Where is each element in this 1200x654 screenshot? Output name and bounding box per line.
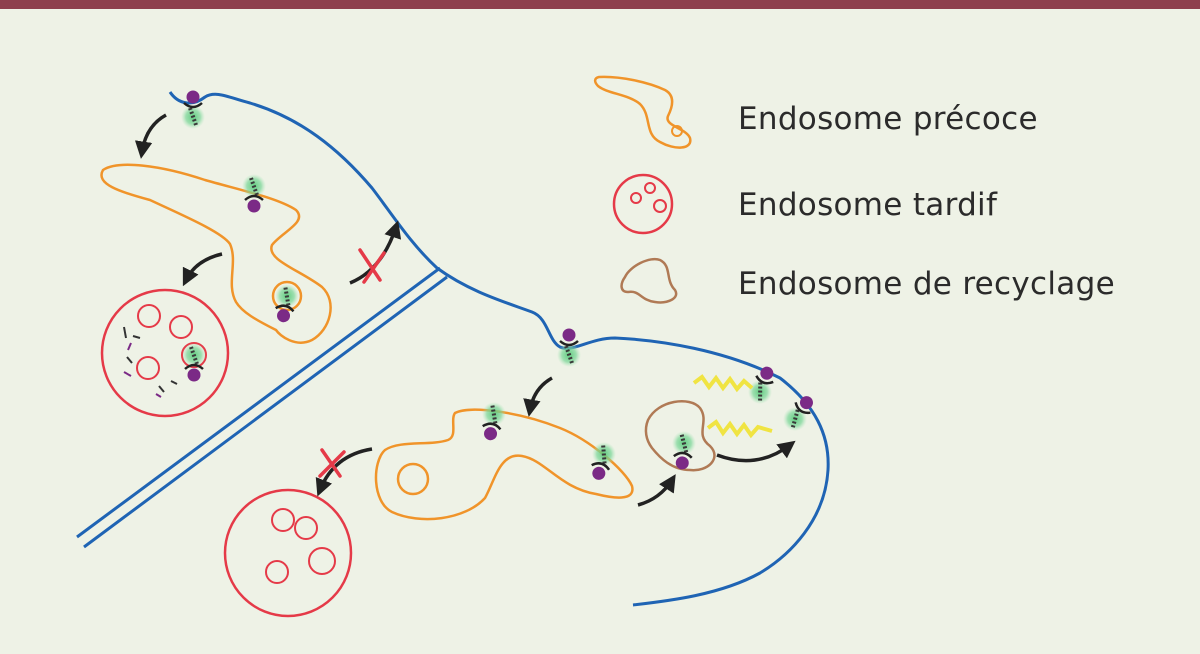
- recycling-endosome: [644, 400, 716, 472]
- early-endosome-upper-vesicle: [271, 280, 303, 312]
- early-endosome-legend-icon: [593, 75, 692, 149]
- early-endosome-lower: [374, 408, 634, 521]
- plasma-membrane: [76, 91, 830, 607]
- legend-label-early-endosome: Endosome précoce: [738, 101, 1038, 137]
- late-endosome-legend-icon: [612, 173, 674, 235]
- recycling-endosome-legend-icon: [620, 257, 678, 304]
- legend-label-late-endosome: Endosome tardif: [738, 187, 998, 223]
- degraded-fragments: [123, 326, 178, 398]
- legend-label-recycling-endosome: Endosome de recyclage: [738, 266, 1115, 302]
- early-endosome-lower-vesicle: [396, 462, 430, 496]
- header-bar: [0, 0, 1200, 9]
- late-endosome-lower: [223, 488, 353, 618]
- blocked-transport-crosses: [318, 248, 386, 478]
- late-endosome-upper: [100, 288, 230, 418]
- signal-zigzags: [692, 374, 773, 439]
- legend-icons: [593, 75, 692, 304]
